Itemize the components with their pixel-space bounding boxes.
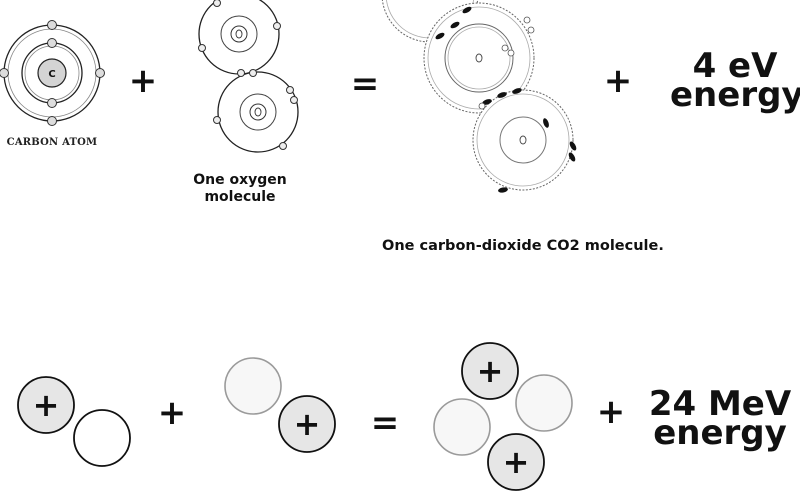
carbon-symbol: C xyxy=(48,69,55,80)
electron xyxy=(237,69,245,77)
proton-charge-symbol: + xyxy=(294,405,321,443)
electron xyxy=(0,68,9,78)
plus-sign: + xyxy=(596,392,626,432)
neutron xyxy=(73,409,131,467)
electron xyxy=(568,152,576,162)
plus-sign: + xyxy=(128,61,158,101)
product-helium-nucleus-diagram: + + xyxy=(433,342,573,491)
carbon-nucleus xyxy=(37,58,67,88)
oxygen-inner-shell xyxy=(239,93,277,131)
electron xyxy=(512,88,522,94)
co2-carbon-inner-shell-edge xyxy=(447,26,511,90)
oxygen-nucleus xyxy=(249,103,267,121)
electron xyxy=(198,44,206,52)
equals-sign: = xyxy=(370,403,400,443)
electron xyxy=(47,98,57,108)
electron xyxy=(47,20,57,30)
co2-oxygen-nucleus xyxy=(519,135,527,145)
co2-carbon-inner-shell xyxy=(444,23,514,93)
co2-oxygen-bottom-inner-shell xyxy=(499,116,547,164)
plus-sign: + xyxy=(603,61,633,101)
co2-carbon-outer-shell-inner xyxy=(427,6,531,110)
nuclear-energy-block: 24 MeV energy xyxy=(645,384,795,454)
electron xyxy=(286,86,294,94)
co2-molecule-label: One carbon-dioxide CO2 molecule. xyxy=(382,238,664,254)
chemical-energy-block: 4 eV energy xyxy=(670,46,800,116)
electron xyxy=(279,142,287,150)
proton xyxy=(461,342,519,400)
electron xyxy=(249,69,257,77)
electron xyxy=(501,44,509,52)
electron xyxy=(497,92,507,98)
reactant-triton-diagram: + xyxy=(224,357,336,453)
proton xyxy=(278,395,336,453)
electron xyxy=(273,22,281,30)
proton xyxy=(17,376,75,434)
carbon-atom-label: CARBON ATOM xyxy=(6,137,98,148)
faded-proton xyxy=(433,398,491,456)
electron xyxy=(498,187,508,193)
equals-sign: = xyxy=(350,64,380,104)
co2-carbon-outer-shell xyxy=(423,2,535,114)
nuclear-energy-word: energy xyxy=(653,413,787,454)
oxygen-nucleus xyxy=(230,25,248,43)
electron xyxy=(478,102,486,110)
co2-oxygen-bottom-shell-inner xyxy=(476,93,570,187)
electron xyxy=(450,21,460,29)
electron xyxy=(507,49,515,57)
faded-proton xyxy=(224,357,282,415)
electron xyxy=(543,118,549,128)
oxygen-molecule-diagram xyxy=(198,0,299,153)
carbon-atom-diagram: C xyxy=(0,20,105,126)
nuclear-energy-value: 24 MeV xyxy=(648,384,792,424)
proton-charge-symbol: + xyxy=(33,386,60,424)
co2-carbon-nucleus xyxy=(475,53,483,63)
electron xyxy=(213,116,221,124)
electron xyxy=(569,141,577,151)
plus-sign: + xyxy=(157,393,187,433)
oxygen-nucleus-core xyxy=(254,107,262,117)
oxygen-molecule-label: One oxygen molecule xyxy=(193,172,287,205)
proton xyxy=(487,433,545,491)
electron xyxy=(47,38,57,48)
electron xyxy=(213,0,221,7)
electron xyxy=(47,116,57,126)
electron xyxy=(435,32,445,40)
electron xyxy=(462,6,472,14)
proton-charge-symbol: + xyxy=(477,352,504,390)
electron xyxy=(482,99,492,105)
reactant-deuteron-diagram: + xyxy=(17,376,131,467)
electron xyxy=(527,26,535,34)
electron xyxy=(95,68,105,78)
oxygen-inner-shell xyxy=(220,15,258,53)
co2-oxygen-bottom-shell xyxy=(472,89,574,191)
chemical-energy-value: 4 eV xyxy=(692,46,778,86)
electron xyxy=(523,16,531,24)
proton-charge-symbol: + xyxy=(503,443,530,481)
electron xyxy=(290,96,298,104)
faded-proton xyxy=(515,374,573,432)
oxygen-nucleus-core xyxy=(235,29,243,39)
chemical-energy-word: energy xyxy=(670,75,800,116)
co2-molecule-diagram xyxy=(381,0,577,193)
